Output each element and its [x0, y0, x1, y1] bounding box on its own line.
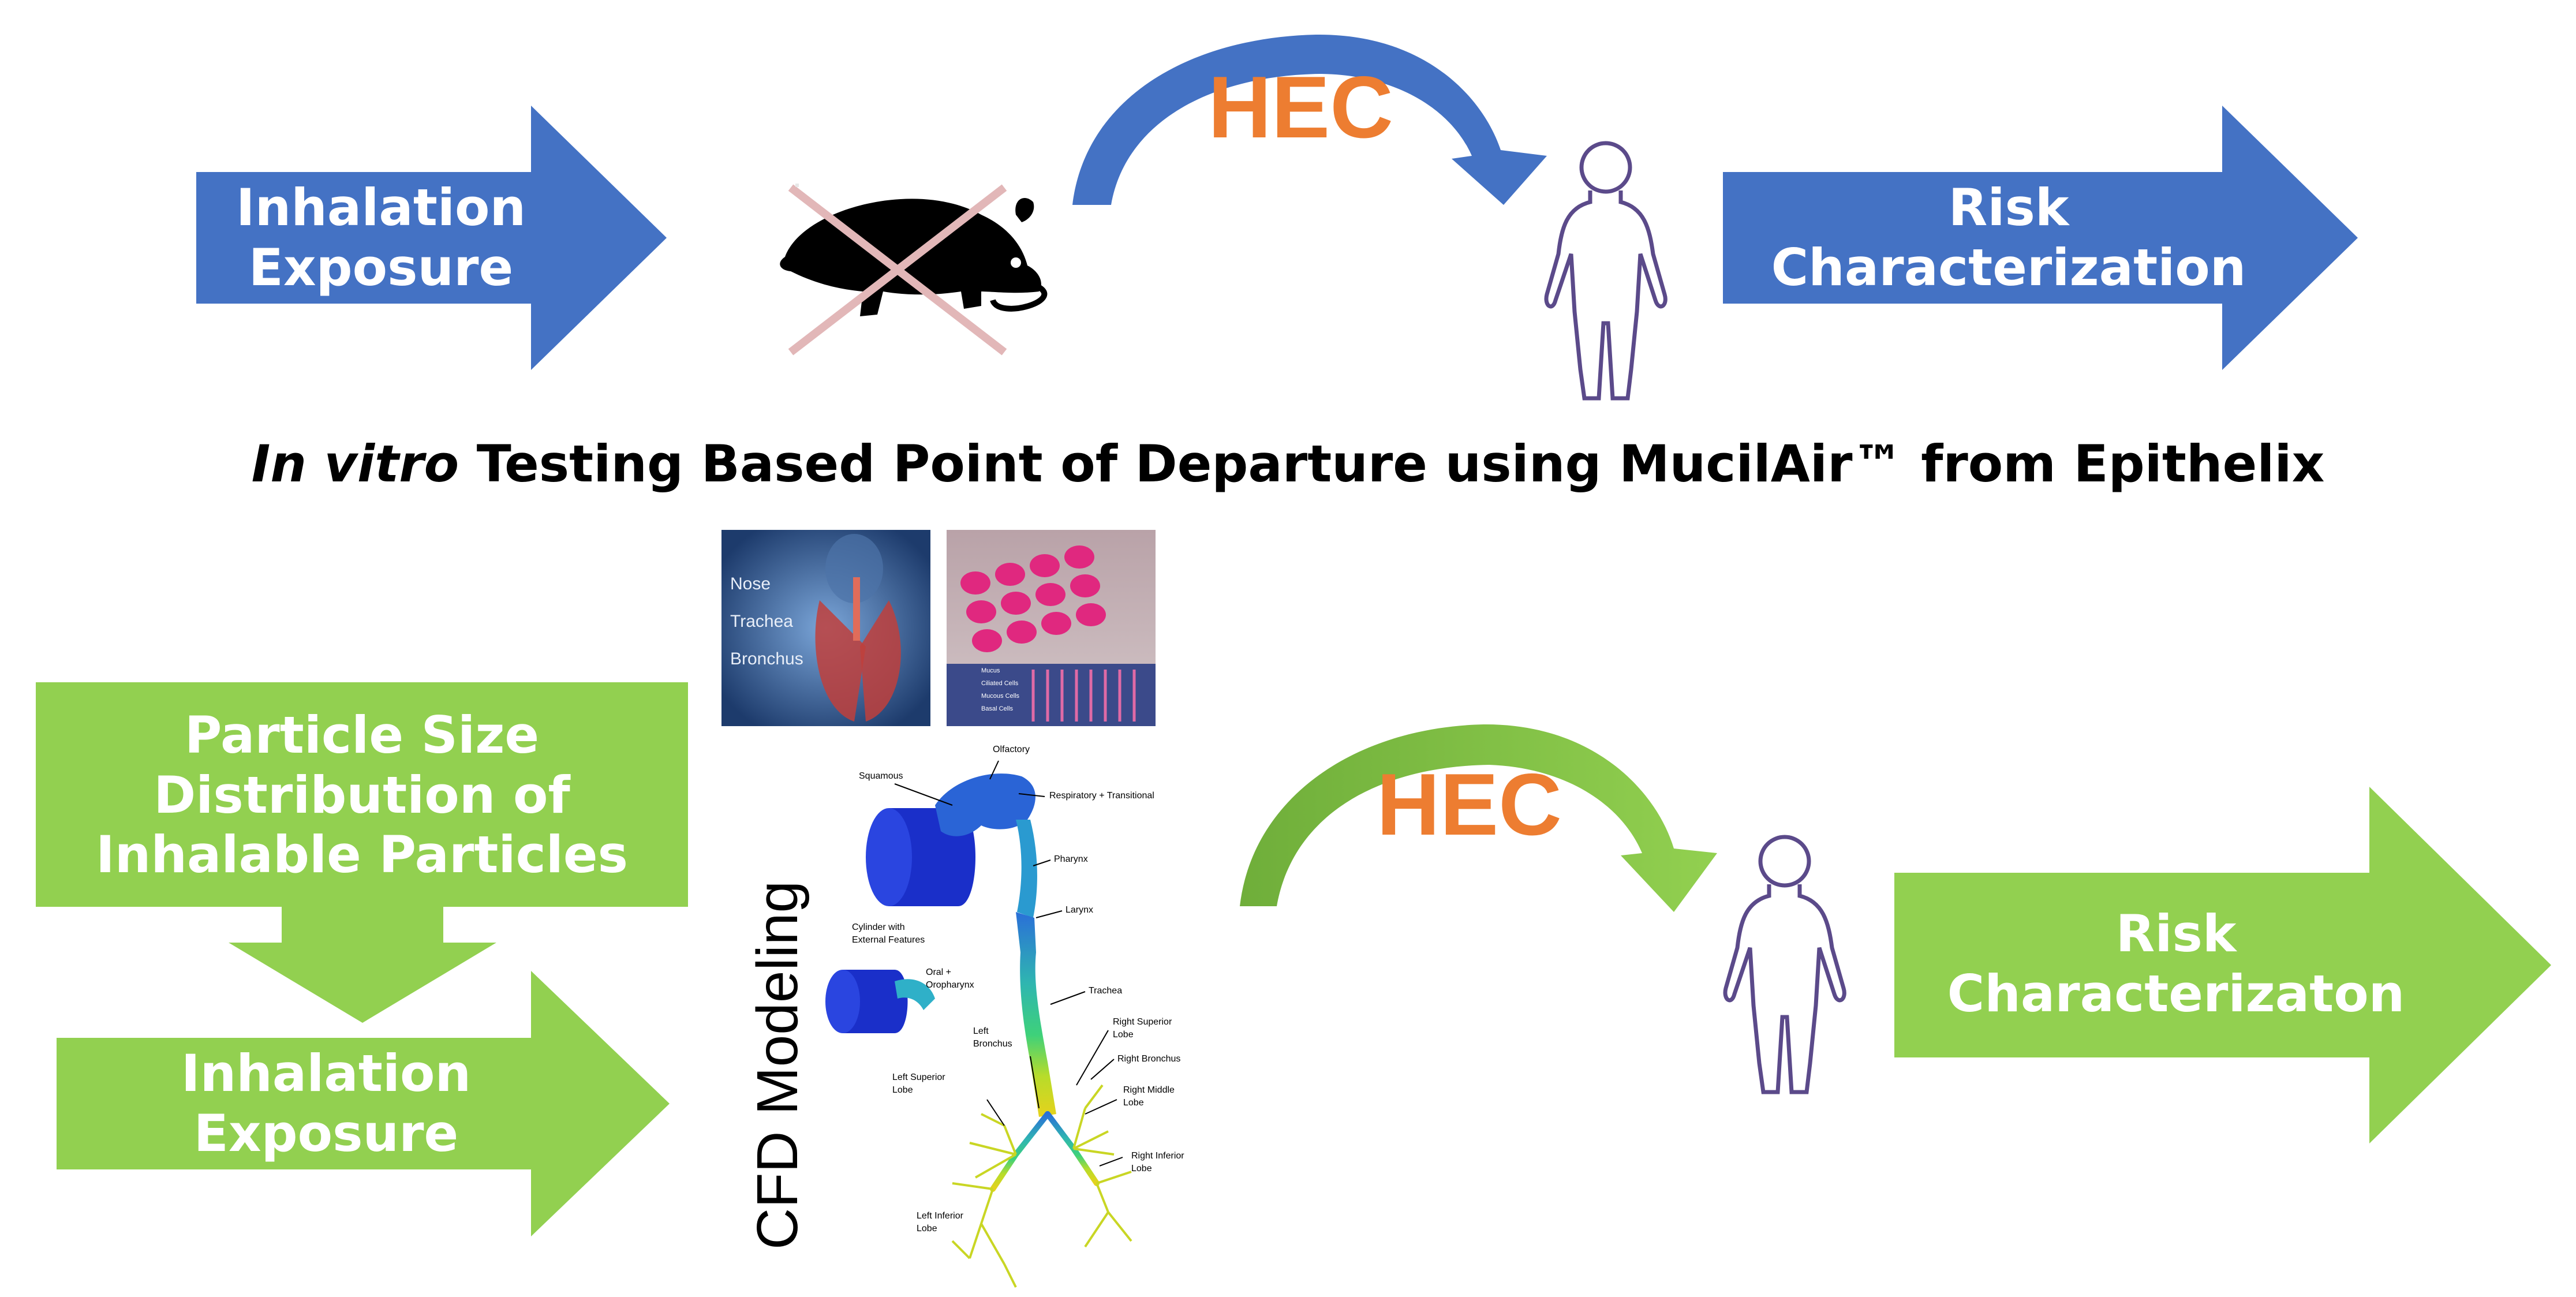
- airway-bronchus-label: Bronchus: [730, 649, 803, 668]
- cfd-oral-1: Oral +: [926, 967, 952, 977]
- top-hec-curved-arrow: [1072, 34, 1547, 205]
- cfd-airway-model: [825, 760, 1132, 1288]
- bottom-hec-curved-arrow: [1240, 724, 1717, 912]
- top-inhalation-arrow: [196, 106, 667, 370]
- top-risk-arrow: [1723, 106, 2358, 370]
- culture-label-mucus: Mucus: [981, 667, 1000, 674]
- bottom-risk-line1: Risk: [2115, 904, 2237, 964]
- top-human-icon: [1544, 141, 1668, 401]
- cfd-squamous: Squamous: [859, 771, 903, 781]
- culture-label-basal: Basal Cells: [981, 705, 1014, 712]
- airway-nose-label: Nose: [730, 574, 771, 593]
- cfd-modeling-title: CFD Modeling: [745, 880, 810, 1250]
- particle-size-label: Particle Size Distribution of Inhalable …: [36, 687, 688, 903]
- particle-size-line3: Inhalable Particles: [96, 825, 628, 885]
- top-risk-line2: Characterization: [1771, 238, 2246, 297]
- bottom-human-icon: [1723, 835, 1846, 1094]
- cfd-left-superior-1: Left Superior: [892, 1072, 945, 1082]
- cfd-left-bronchus-2: Bronchus: [973, 1039, 1012, 1049]
- cfd-cylinder-1: Cylinder with: [852, 922, 905, 932]
- particle-size-box-arrow: [36, 682, 688, 1023]
- bottom-inhalation-arrow: [57, 971, 670, 1236]
- cfd-right-middle-1: Right Middle: [1123, 1085, 1175, 1095]
- cell-culture-image: [947, 530, 1156, 726]
- cfd-right-superior-1: Right Superior: [1113, 1017, 1172, 1027]
- cfd-pharynx: Pharynx: [1054, 854, 1088, 864]
- heading-rest: Testing Based Point of Departure using M…: [459, 434, 2325, 494]
- bottom-inhalation-line1: Inhalation: [181, 1044, 472, 1104]
- cfd-olfactory: Olfactory: [993, 745, 1030, 754]
- cfd-right-superior-2: Lobe: [1113, 1030, 1134, 1040]
- particle-size-line1: Particle Size: [184, 705, 540, 765]
- bottom-hec-label: HEC: [1377, 756, 1562, 854]
- culture-label-mucous: Mucous Cells: [981, 693, 1020, 700]
- cfd-trachea: Trachea: [1089, 986, 1123, 996]
- cfd-cylinder-2: External Features: [852, 935, 925, 945]
- cfd-oral-2: Oropharynx: [926, 980, 974, 990]
- cfd-right-inferior-2: Lobe: [1131, 1164, 1152, 1173]
- in-vitro-heading: In vitro Testing Based Point of Departur…: [0, 434, 2576, 494]
- cfd-left-superior-2: Lobe: [892, 1085, 913, 1095]
- bottom-risk-label: Risk Characterizaton: [1922, 883, 2430, 1045]
- cfd-left-inferior-1: Left Inferior: [917, 1211, 963, 1221]
- culture-label-ciliated: Ciliated Cells: [981, 680, 1019, 687]
- crossed-rat-icon: [780, 184, 1048, 356]
- bottom-risk-arrow: [1894, 787, 2551, 1143]
- top-inhalation-line2: Exposure: [248, 238, 514, 297]
- bottom-inhalation-label: Inhalation Exposure: [75, 1039, 577, 1168]
- bottom-inhalation-line2: Exposure: [193, 1104, 459, 1163]
- airway-anatomy-image: [721, 530, 930, 726]
- bottom-risk-line2: Characterizaton: [1947, 964, 2405, 1023]
- airway-trachea-label: Trachea: [730, 612, 793, 631]
- cfd-larynx: Larynx: [1065, 905, 1094, 915]
- top-hec-label: HEC: [1208, 58, 1393, 156]
- cfd-respiratory: Respiratory + Transitional: [1049, 791, 1154, 801]
- cfd-right-inferior-1: Right Inferior: [1131, 1151, 1184, 1161]
- cfd-right-bronchus: Right Bronchus: [1117, 1054, 1181, 1064]
- top-risk-label: Risk Characterization: [1755, 173, 2263, 302]
- cfd-left-bronchus-1: Left: [973, 1026, 989, 1036]
- cfd-left-inferior-2: Lobe: [917, 1224, 937, 1234]
- cfd-right-middle-2: Lobe: [1123, 1098, 1144, 1108]
- particle-size-line2: Distribution of: [154, 765, 570, 825]
- heading-italic: In vitro: [251, 434, 459, 494]
- top-inhalation-label: Inhalation Exposure: [231, 173, 531, 302]
- top-inhalation-line1: Inhalation: [235, 178, 526, 238]
- top-risk-line1: Risk: [1948, 178, 2069, 238]
